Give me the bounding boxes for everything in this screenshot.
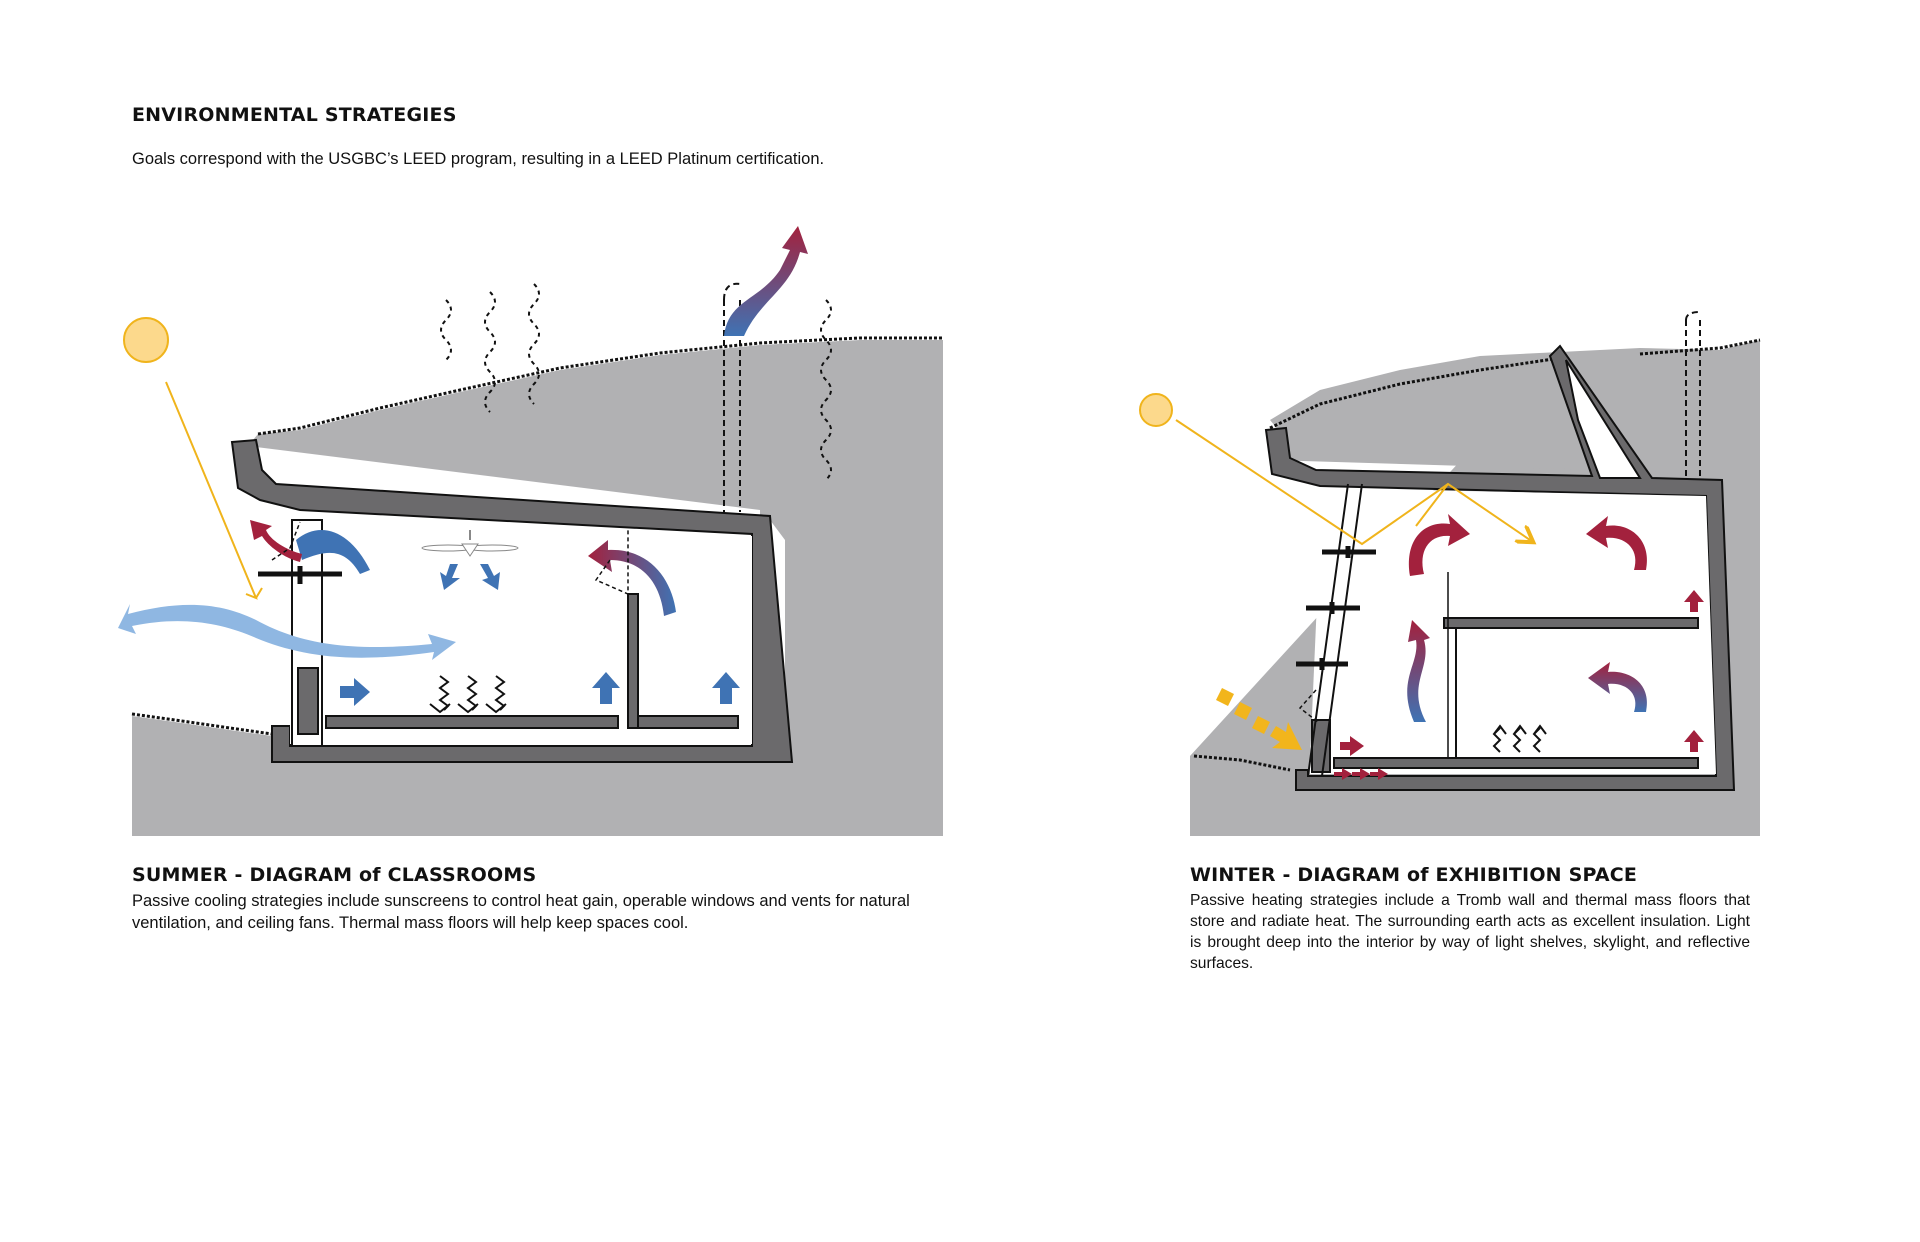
summer-floor-up-arrow-mid	[592, 672, 620, 704]
summer-fan-downdraft-right	[480, 564, 500, 590]
page-title: ENVIRONMENTAL STRATEGIES	[132, 104, 457, 126]
winter-interior	[1310, 488, 1716, 774]
winter-grass-roof	[1269, 356, 1561, 430]
winter-mixed-arrow-lower-right	[1588, 662, 1648, 712]
summer-floor-slab-left	[325, 715, 619, 729]
summer-partition-dashed-vent	[594, 530, 629, 596]
summer-diagram-title: SUMMER - DIAGRAM of CLASSROOMS	[132, 864, 537, 886]
summer-sun-icon	[123, 317, 169, 363]
winter-diagram-title: WINTER - DIAGRAM of EXHIBITION SPACE	[1190, 864, 1638, 886]
summer-floor-up-arrow-right	[712, 672, 740, 704]
winter-solar-gain-arrow	[1216, 688, 1302, 750]
winter-floor-up-arrow-upper	[1684, 590, 1704, 612]
winter-tromb-out-arrow	[1340, 736, 1364, 756]
winter-light-shelf-3	[1296, 658, 1348, 670]
summer-exhaust-arrow	[724, 226, 808, 336]
summer-building-shell	[230, 438, 794, 763]
winter-mixed-arrow-lower-left	[1407, 620, 1430, 722]
winter-mezzanine-floor	[1443, 617, 1699, 629]
winter-sun-ray	[1175, 419, 1530, 546]
winter-grass-ground	[1193, 754, 1291, 772]
summer-window-red-arrow	[250, 520, 302, 562]
winter-warm-arrow-upper-right	[1586, 516, 1647, 570]
summer-heat-waves	[440, 283, 832, 481]
summer-fan-downdraft-left	[440, 564, 460, 590]
summer-sun-ray	[165, 381, 263, 600]
summer-interior	[290, 512, 752, 744]
summer-cross-ventilation-arrow	[118, 604, 456, 660]
page-subtitle: Goals correspond with the USGBC’s LEED p…	[132, 150, 825, 168]
winter-dashed-vent	[1298, 689, 1319, 723]
winter-diagram-description: Passive heating strategies include a Tro…	[1190, 892, 1750, 972]
summer-diagram	[118, 226, 943, 836]
winter-sun-ray-reflect	[1415, 483, 1449, 527]
winter-light-shelf-1	[1322, 546, 1376, 558]
summer-tromb-block	[297, 667, 319, 735]
summer-partition-wall	[627, 593, 639, 729]
winter-diagram	[1139, 311, 1761, 836]
winter-floor-heat-zigzags	[1492, 724, 1547, 753]
winter-grass-right	[1639, 338, 1761, 356]
winter-earth-fill	[1268, 340, 1760, 790]
summer-window-blue-arrow	[296, 530, 370, 574]
winter-light-shelf-2	[1306, 602, 1360, 614]
winter-floor-up-arrow-lower	[1684, 730, 1704, 752]
winter-floor-slab	[1333, 757, 1699, 769]
summer-floor-cooling-zigzags	[429, 675, 507, 714]
winter-floor-heat-arrows	[1334, 768, 1388, 780]
summer-ceiling-fan-icon	[421, 530, 519, 557]
summer-diagram-description: Passive cooling strategies include sunsc…	[132, 892, 910, 932]
winter-warm-arrow-upper-left	[1408, 514, 1470, 576]
summer-window-dashed-vent	[271, 521, 301, 561]
winter-skylight	[1565, 359, 1642, 479]
winter-vent-chimney	[1685, 311, 1701, 478]
summer-grass-roof	[257, 336, 943, 436]
summer-floor-slab-right	[631, 715, 739, 729]
winter-sun-icon	[1139, 393, 1173, 427]
summer-sunscreen	[258, 566, 342, 584]
winter-glazing	[1307, 483, 1363, 777]
summer-partition-curve-arrow	[588, 540, 676, 616]
summer-grass-ground	[131, 712, 273, 736]
summer-floor-right-arrow	[340, 678, 370, 706]
summer-window-frame	[291, 519, 323, 747]
